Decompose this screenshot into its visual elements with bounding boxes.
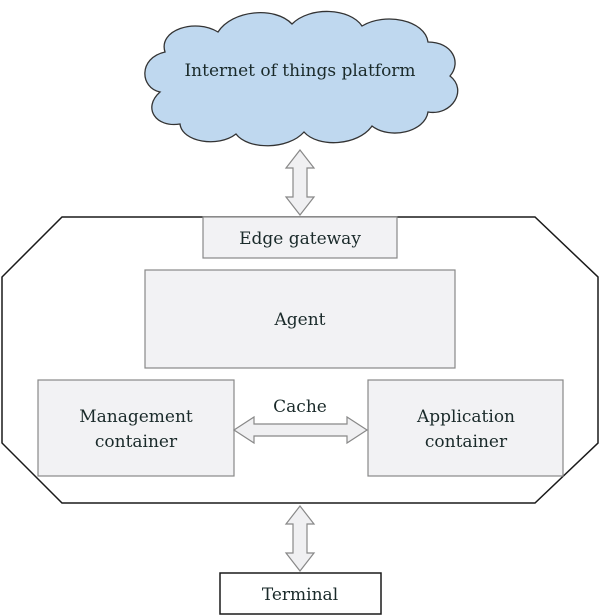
- edge-gateway-label: Edge gateway: [239, 229, 361, 249]
- terminal-label: Terminal: [262, 585, 338, 605]
- iot-platform-cloud: Internet of things platform: [144, 10, 459, 147]
- application-container-rect: [367, 379, 564, 477]
- agent-rect: [144, 269, 456, 369]
- management-container-label-line1: Management: [79, 407, 193, 427]
- terminal-box: Terminal: [219, 572, 382, 615]
- agent-label: Agent: [274, 310, 326, 330]
- application-container-label-line1: Application: [416, 407, 515, 427]
- arrow-gateway-terminal: [284, 505, 316, 572]
- agent-box: Agent: [144, 269, 456, 369]
- management-container-box: Management container: [37, 379, 235, 477]
- edge-gateway-box: Edge gateway: [202, 216, 398, 259]
- application-container-label-line2: container: [425, 432, 508, 452]
- cloud-shape: [144, 10, 459, 147]
- application-container-box: Application container: [367, 379, 564, 477]
- management-container-label-line2: container: [95, 432, 178, 452]
- cache-label: Cache: [273, 397, 327, 417]
- arrow-cloud-gateway: [284, 149, 316, 216]
- edge-gateway-rect: [202, 216, 398, 259]
- arrow-cache: [232, 415, 369, 445]
- management-container-rect: [37, 379, 235, 477]
- terminal-rect: [219, 572, 382, 615]
- cloud-label: Internet of things platform: [184, 61, 415, 81]
